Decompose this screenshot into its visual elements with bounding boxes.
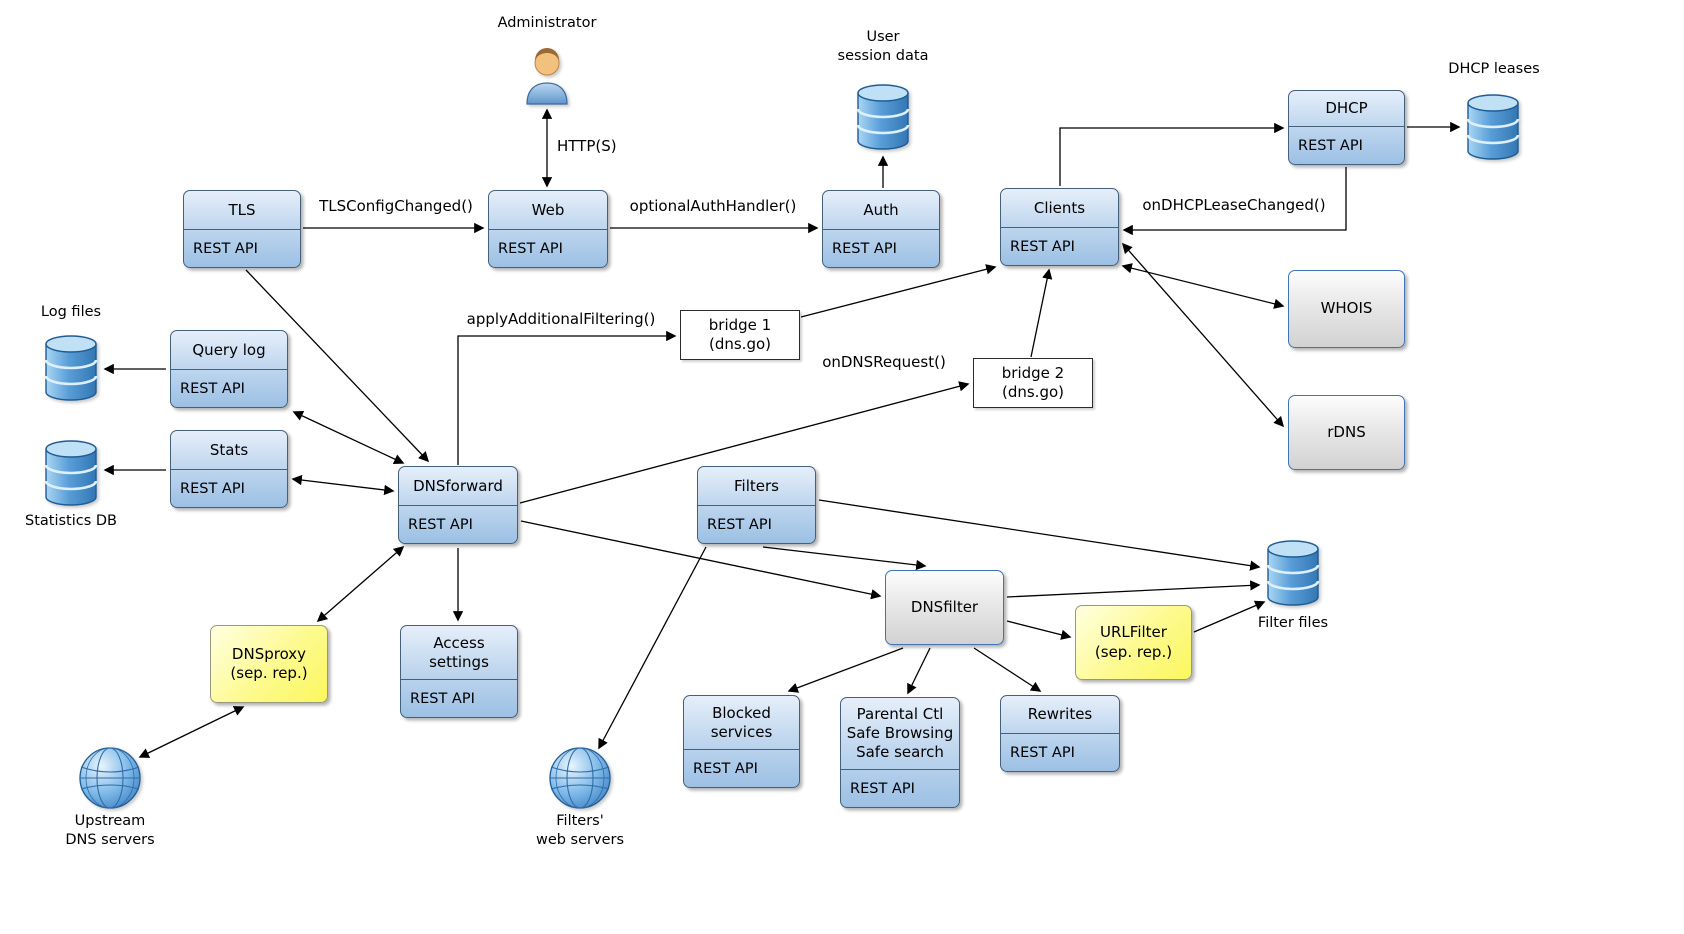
node-query-log-rest-api: REST API <box>171 369 287 407</box>
upstream-dns-globe-icon <box>79 747 141 809</box>
edge-dnsfilter-urlfilter <box>1006 620 1072 640</box>
node-rdns: rDNS <box>1288 395 1405 470</box>
node-stats: Stats REST API <box>170 430 288 508</box>
edge-filters-dnsfilter <box>762 546 927 571</box>
node-urlfilter-title: URLFilter (sep. rep.) <box>1094 623 1173 661</box>
filters-web-servers-label: Filters' web servers <box>535 813 625 848</box>
node-stats-rest-api: REST API <box>171 469 287 507</box>
edge-filters-filter-files <box>818 499 1261 571</box>
log-files-label: Log files <box>40 304 102 320</box>
node-whois-title: WHOIS <box>1320 299 1373 318</box>
edge-bridge1-clients <box>800 264 997 318</box>
node-filters-title: Filters <box>734 476 779 495</box>
node-web-title: Web <box>531 200 565 219</box>
edge-label-tls-config-changed: TLSConfigChanged() <box>319 197 473 215</box>
edge-label-optional-auth-handler: optionalAuthHandler() <box>629 197 797 215</box>
node-bridge2-title: bridge 2 (dns.go) <box>1001 363 1065 402</box>
edge-dnsforward-bridge2 <box>519 381 970 504</box>
administrator-label: Administrator <box>497 15 597 31</box>
node-rdns-title: rDNS <box>1327 422 1366 441</box>
edge-clients-dhcp <box>1059 122 1285 186</box>
edge-dnsproxy-upstream-dns <box>138 706 245 758</box>
edge-dnsforward-bridge1 <box>457 330 677 465</box>
node-clients-title: Clients <box>1033 198 1086 217</box>
node-access-settings-rest-api: REST API <box>401 679 517 717</box>
node-whois: WHOIS <box>1288 270 1405 348</box>
node-query-log: Query log REST API <box>170 330 288 408</box>
node-rewrites-rest-api: REST API <box>1001 733 1119 771</box>
edge-dnsfilter-blocked-services <box>787 647 904 693</box>
node-urlfilter: URLFilter (sep. rep.) <box>1075 605 1192 680</box>
node-clients: Clients REST API <box>1000 188 1119 266</box>
node-bridge1-title: bridge 1 (dns.go) <box>708 315 772 354</box>
edge-dnsfilter-parental <box>907 647 931 695</box>
filter-files-label: Filter files <box>1257 615 1329 631</box>
node-dnsproxy: DNSproxy (sep. rep.) <box>210 625 328 703</box>
edge-urlfilter-filter-files <box>1193 600 1266 633</box>
node-rewrites-title: Rewrites <box>1027 705 1093 724</box>
edge-bridge2-clients <box>1030 268 1053 358</box>
node-query-log-title: Query log <box>192 340 266 359</box>
edge-dnsforward-dnsproxy <box>316 545 405 623</box>
user-session-database-icon <box>856 84 910 150</box>
dhcp-leases-label: DHCP leases <box>1448 61 1540 77</box>
node-tls: TLS REST API <box>183 190 301 268</box>
node-dnsforward-title: DNSforward <box>413 476 503 495</box>
user-session-data-label: User session data <box>837 29 929 64</box>
node-auth-rest-api: REST API <box>823 229 939 267</box>
node-dnsfilter: DNSfilter <box>885 570 1004 645</box>
node-dnsfilter-title: DNSfilter <box>910 597 979 616</box>
edge-label-on-dns-request: onDNSRequest() <box>822 353 946 371</box>
edge-dnsfilter-rewrites <box>973 647 1042 692</box>
statistics-database-icon <box>44 440 98 506</box>
node-dnsforward-rest-api: REST API <box>399 505 517 543</box>
filters-web-servers-globe-icon <box>549 747 611 809</box>
node-web-rest-api: REST API <box>489 229 607 267</box>
node-dhcp-title: DHCP <box>1325 99 1368 118</box>
node-dhcp-rest-api: REST API <box>1289 126 1404 164</box>
node-rewrites: Rewrites REST API <box>1000 695 1120 772</box>
node-parental-rest-api: REST API <box>841 769 959 807</box>
edge-label-apply-additional-filtering: applyAdditionalFiltering() <box>466 310 656 328</box>
filter-files-database-icon <box>1266 540 1320 606</box>
node-tls-rest-api: REST API <box>184 229 300 267</box>
node-blocked-services-rest-api: REST API <box>684 749 799 787</box>
node-filters-rest-api: REST API <box>698 505 815 543</box>
edge-dnsforward-query-log <box>292 411 405 464</box>
log-files-database-icon <box>44 335 98 401</box>
node-access-settings-title: Access settings <box>429 633 489 671</box>
statistics-db-label: Statistics DB <box>24 513 117 529</box>
edge-label-on-dhcp-lease-changed: onDHCPLeaseChanged() <box>1142 196 1326 214</box>
node-bridge1: bridge 1 (dns.go) <box>680 310 800 360</box>
node-web: Web REST API <box>488 190 608 268</box>
edge-dnsforward-stats <box>291 474 395 496</box>
node-auth: Auth REST API <box>822 190 940 268</box>
dhcp-leases-database-icon <box>1466 94 1520 160</box>
edge-label-https: HTTP(S) <box>557 137 617 155</box>
node-parental-title: Parental Ctl Safe Browsing Safe search <box>846 705 954 761</box>
node-dnsproxy-title: DNSproxy (sep. rep.) <box>230 644 308 683</box>
node-clients-rest-api: REST API <box>1001 227 1118 265</box>
node-auth-title: Auth <box>863 200 899 219</box>
edge-dnsfilter-filter-files <box>1006 580 1261 598</box>
node-parental: Parental Ctl Safe Browsing Safe search R… <box>840 697 960 808</box>
node-filters: Filters REST API <box>697 466 816 544</box>
node-bridge2: bridge 2 (dns.go) <box>973 358 1093 408</box>
administrator-icon <box>526 48 568 105</box>
edge-dhcp-clients <box>1122 167 1347 236</box>
node-blocked-services-title: Blocked services <box>710 703 773 741</box>
node-tls-title: TLS <box>228 200 256 219</box>
node-stats-title: Stats <box>209 440 249 459</box>
edge-clients-rdns <box>1121 242 1285 428</box>
node-blocked-services: Blocked services REST API <box>683 695 800 788</box>
upstream-dns-servers-label: Upstream DNS servers <box>65 813 155 848</box>
node-dnsforward: DNSforward REST API <box>398 466 518 544</box>
node-access-settings: Access settings REST API <box>400 625 518 718</box>
edge-filters-web-servers <box>598 546 707 750</box>
node-dhcp: DHCP REST API <box>1288 90 1405 165</box>
